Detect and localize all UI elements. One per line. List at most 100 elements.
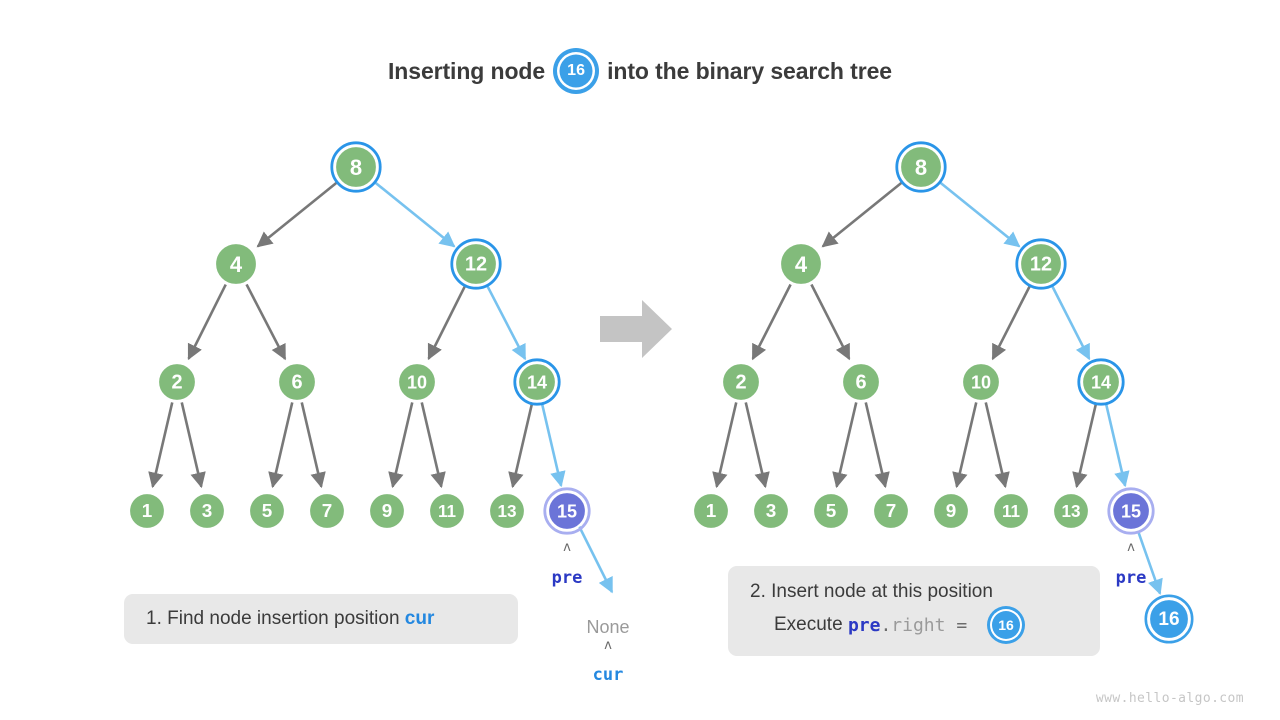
node-highlight-ring	[895, 141, 947, 193]
node-value: 4	[795, 252, 808, 277]
tree-edge	[427, 283, 467, 361]
tree-edge	[540, 402, 566, 488]
tree-node[interactable]: 1	[691, 491, 731, 531]
node-value: 14	[527, 373, 547, 393]
tree-node[interactable]: 14	[513, 358, 561, 406]
right-arrow-icon	[600, 300, 672, 358]
tree-node[interactable]: 8	[330, 141, 382, 193]
tree-edge	[245, 283, 287, 361]
tree-node[interactable]: 7	[871, 491, 911, 531]
caption-2-equals: =	[945, 614, 978, 636]
tree-edges	[148, 180, 1163, 596]
node-value: 5	[826, 501, 837, 522]
node-value: 3	[766, 501, 777, 522]
tree-node[interactable]: 7	[307, 491, 347, 531]
tree-node[interactable]: 14	[1077, 358, 1125, 406]
node-value: 7	[322, 501, 333, 522]
caption-1-keyword: cur	[404, 608, 435, 629]
caption-2-dot: .	[880, 614, 892, 636]
caption-step-2-line-1: 2. Insert node at this position	[750, 581, 1078, 603]
node-value: 13	[1061, 502, 1080, 521]
tree-node[interactable]: 5	[247, 491, 287, 531]
tree-node[interactable]: 9	[367, 491, 407, 531]
tree-edge	[991, 283, 1032, 361]
tree-node[interactable]: 3	[187, 491, 227, 531]
node-value: 11	[1002, 502, 1021, 521]
node-circle	[1110, 490, 1152, 532]
tree-node[interactable]: 2	[156, 361, 198, 403]
tree-node[interactable]: 6	[840, 361, 882, 403]
caption-2-text: Insert node at this position	[765, 581, 993, 602]
pointer-label-pre: pre	[551, 568, 583, 588]
caption-step-2-line-2: Execute pre.right = 16	[750, 609, 1078, 641]
tree-edge	[821, 180, 904, 248]
tree-node[interactable]: 10	[396, 361, 438, 403]
node-circle	[156, 361, 198, 403]
tree-edge	[420, 402, 446, 489]
node-circle	[127, 491, 167, 531]
caption-step-2: 2. Insert node at this position Execute …	[728, 566, 1100, 656]
tree-node[interactable]: 5	[811, 491, 851, 531]
tree-edge	[938, 180, 1021, 248]
node-value: 10	[971, 373, 991, 393]
tree-node[interactable]: 11	[427, 491, 467, 531]
tree-node[interactable]: 16	[1144, 594, 1194, 644]
tree-node[interactable]: 1	[127, 491, 167, 531]
tree-node[interactable]: 13	[1051, 491, 1091, 531]
tree-node[interactable]: 10	[960, 361, 1002, 403]
tree-edge	[256, 180, 339, 248]
tree-edge	[1104, 402, 1130, 488]
node-value: 6	[291, 372, 302, 394]
tree-node[interactable]: 12	[1015, 238, 1067, 290]
tree-node[interactable]: 13	[487, 491, 527, 531]
node-highlight-ring	[330, 141, 382, 193]
node-value: 4	[230, 252, 243, 277]
caption-1-text: Find node insertion position	[161, 608, 405, 629]
node-value: 8	[350, 155, 362, 180]
tree-node[interactable]: 11	[991, 491, 1031, 531]
tree-node[interactable]: 8	[895, 141, 947, 193]
node-highlight-ring	[543, 487, 591, 535]
tree-node[interactable]: 15	[543, 487, 591, 535]
caption-step-1: 1. Find node insertion position cur	[124, 594, 518, 644]
node-circle	[1018, 241, 1064, 287]
tree-edge	[485, 283, 527, 361]
node-circle	[931, 491, 971, 531]
caption-2-execute-label: Execute	[774, 614, 848, 635]
node-highlight-ring	[1107, 487, 1155, 535]
tree-node[interactable]: 12	[450, 238, 502, 290]
tree-node[interactable]: 4	[778, 241, 824, 287]
page-title: Inserting node 16 into the binary search…	[0, 52, 1280, 90]
tree-edge	[300, 402, 326, 489]
tree-edge	[1050, 283, 1091, 361]
tree-edge	[810, 283, 851, 361]
pointer-caret: ʌ	[604, 638, 612, 653]
tree-edge	[712, 402, 738, 489]
node-value: 16	[1158, 609, 1179, 630]
tree-edge	[751, 283, 792, 361]
tree-node[interactable]: 6	[276, 361, 318, 403]
node-circle	[991, 491, 1031, 531]
title-prefix: Inserting node	[388, 57, 546, 84]
tree-node[interactable]: 15	[1107, 487, 1155, 535]
node-value: 13	[497, 502, 516, 521]
tree-node[interactable]: 3	[751, 491, 791, 531]
node-value: 1	[142, 501, 153, 522]
node-value: 3	[202, 501, 213, 522]
node-highlight-ring	[1077, 358, 1125, 406]
node-circle	[276, 361, 318, 403]
node-circle	[871, 491, 911, 531]
caption-step-1-line: 1. Find node insertion position cur	[146, 608, 496, 630]
node-value: 9	[946, 501, 957, 522]
node-highlight-ring	[450, 238, 502, 290]
node-highlight-ring	[513, 358, 561, 406]
caption-2-index: 2.	[750, 581, 766, 602]
tree-node[interactable]: 4	[213, 241, 259, 287]
tree-node[interactable]: 2	[720, 361, 762, 403]
tree-node[interactable]: 9	[931, 491, 971, 531]
transition-arrow-icon	[600, 300, 672, 358]
none-label: None	[586, 617, 630, 637]
